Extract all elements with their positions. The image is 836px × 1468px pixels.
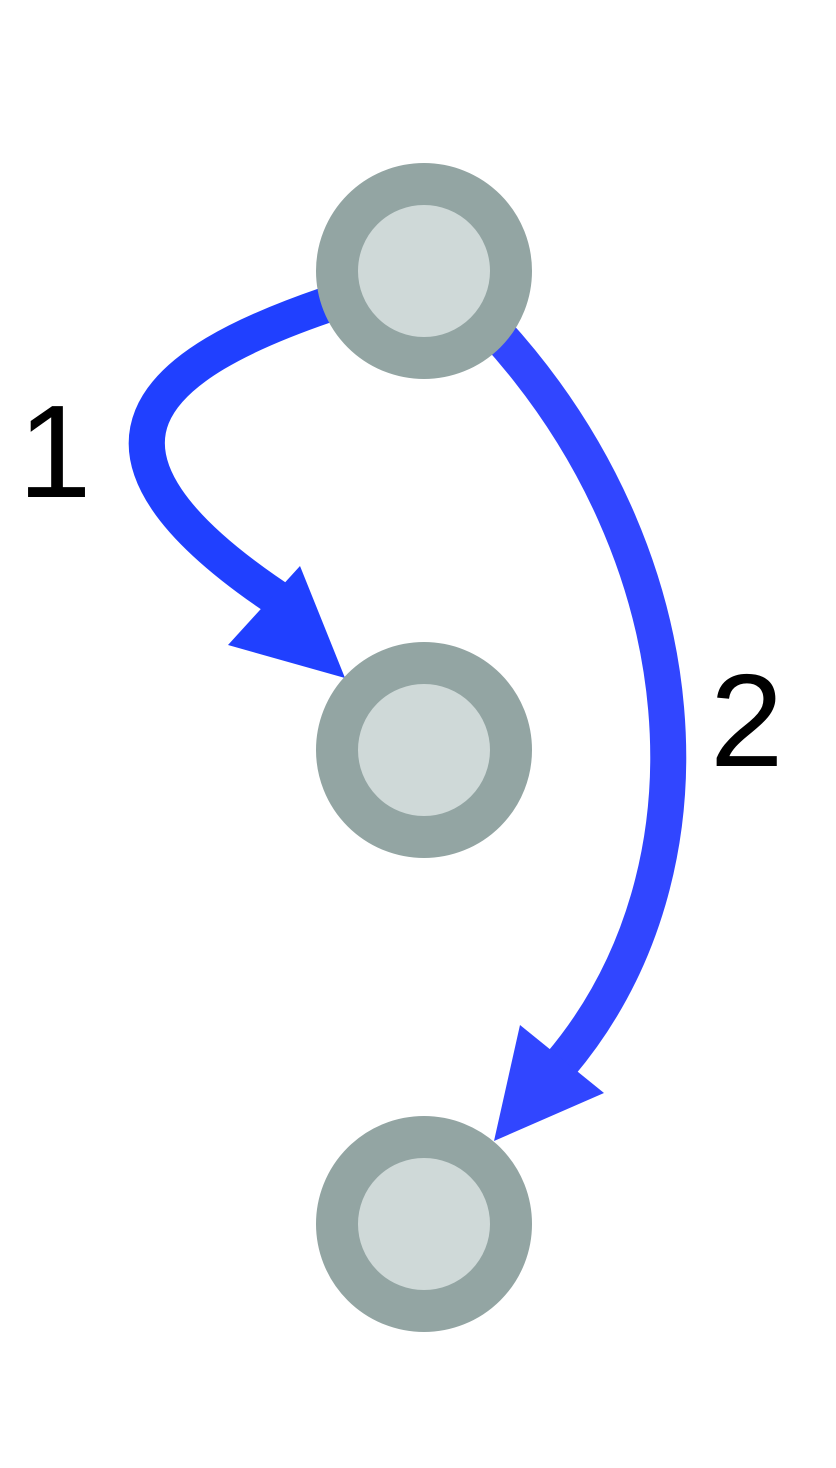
edge-1 [128, 287, 345, 678]
node-middle [316, 642, 532, 858]
edge-2 [480, 317, 687, 1141]
node-top [316, 163, 532, 379]
node-bottom-ring [316, 1116, 532, 1332]
edge-1-line [128, 287, 332, 623]
edge-2-label: 2 [710, 647, 783, 794]
node-middle-ring [316, 642, 532, 858]
edge-1-arrowhead [228, 566, 345, 678]
edge-1-label: 1 [18, 378, 91, 525]
node-bottom [316, 1116, 532, 1332]
edge-2-line [480, 317, 687, 1077]
node-top-ring [316, 163, 532, 379]
edge-2-arrowhead [494, 1025, 604, 1141]
